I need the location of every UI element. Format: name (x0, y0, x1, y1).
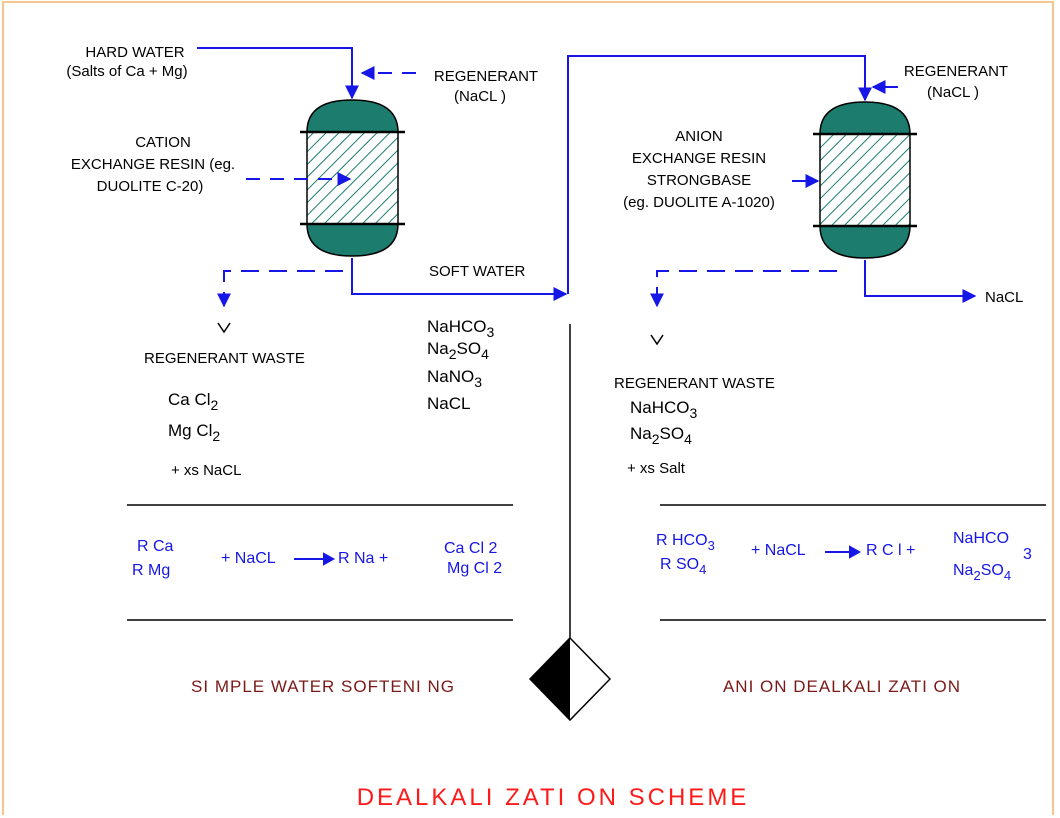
caption-anion-dealkalization: ANI ON DEALKALI ZATI ON (722, 677, 962, 696)
anion-label-line3: STRONGBASE (646, 172, 752, 189)
left-waste-mgcl2: Mg Cl2 (168, 421, 221, 444)
right-waste-line (650, 270, 837, 308)
half-filled-diamond-icon (528, 636, 612, 722)
cation-label-line3: DUOLITE C-20) (96, 178, 204, 195)
cation-label-line1: CATION (135, 134, 191, 151)
salt-nahco3: NaHCO3 (427, 317, 495, 340)
nacl-outlet-label: NaCL (985, 289, 1024, 306)
left-eq-nacl: + NaCL (221, 550, 276, 567)
anion-label-line2: EXCHANGE RESIN (631, 150, 767, 167)
right-eq-reactant-rhco3: R HCO3 (656, 532, 715, 553)
right-eq-product-na2so4: Na2SO4 (953, 562, 1012, 583)
right-waste-nahco3: NaHCO3 (630, 398, 698, 421)
right-chevron-down-icon (650, 334, 664, 346)
hard-water-feed-line (197, 47, 359, 100)
left-regenerant-nacl-label: (NaCL ) (454, 88, 506, 105)
soft-water-line (351, 258, 568, 301)
left-regenerant-label: REGENERANT (433, 68, 539, 85)
right-eq-product-nahco: NaHCO (953, 530, 1010, 547)
salt-nacl: NaCL (427, 394, 471, 413)
left-eq-reactant-rca: R Ca (137, 538, 174, 555)
right-waste-na2so4: Na2SO4 (630, 424, 692, 447)
nacl-outlet-line (864, 260, 977, 303)
hard-water-label: HARD WATER (85, 44, 185, 61)
left-chevron-down-icon (217, 322, 231, 334)
anion-vessel-icon (813, 101, 917, 259)
anion-label-line1: ANION (675, 128, 723, 145)
left-eq-reactant-rmg: R Mg (132, 562, 171, 579)
right-regenerant-label: REGENERANT (903, 63, 1009, 80)
right-eq-product-subscript: 3 (1023, 546, 1032, 563)
right-regenerant-nacl-label: (NaCL ) (927, 84, 979, 101)
hard-water-salts-label: (Salts of Ca + Mg) (66, 63, 188, 80)
left-reaction-arrowhead (323, 552, 336, 566)
salt-na2so4: Na2SO4 (427, 339, 489, 362)
anion-label-line4: (eg. DUOLITE A-1020) (623, 194, 775, 211)
left-waste-cacl2: Ca Cl2 (168, 390, 219, 413)
left-eq-product-mgcl2: Mg Cl 2 (447, 560, 503, 577)
soft-water-label: SOFT WATER (429, 263, 526, 280)
left-waste-line (217, 270, 343, 308)
right-waste-xs-salt: + xs Salt (627, 460, 685, 477)
cation-vessel-icon (300, 99, 405, 257)
left-eq-product-rna: R Na + (338, 550, 389, 567)
left-waste-xs-nacl: + xs NaCL (171, 462, 242, 479)
right-eq-reactant-rso4: R SO4 (660, 556, 707, 577)
salt-nano3: NaNO3 (427, 367, 483, 390)
left-waste-title: REGENERANT WASTE (144, 350, 305, 367)
cation-label-line2: EXCHANGE RESIN (eg. (70, 156, 236, 173)
transfer-line (567, 55, 872, 294)
right-eq-nacl: + NaCL (751, 542, 806, 559)
page-title: DEALKALI ZATI ON SCHEME (356, 784, 750, 811)
caption-simple-water-softening: SI MPLE WATER SOFTENI NG (191, 677, 455, 696)
right-reaction-arrowhead (849, 545, 862, 559)
left-eq-product-cacl2: Ca Cl 2 (444, 540, 498, 557)
right-eq-product-rcl: R C l + (866, 542, 916, 559)
right-waste-title: REGENERANT WASTE (614, 375, 775, 392)
